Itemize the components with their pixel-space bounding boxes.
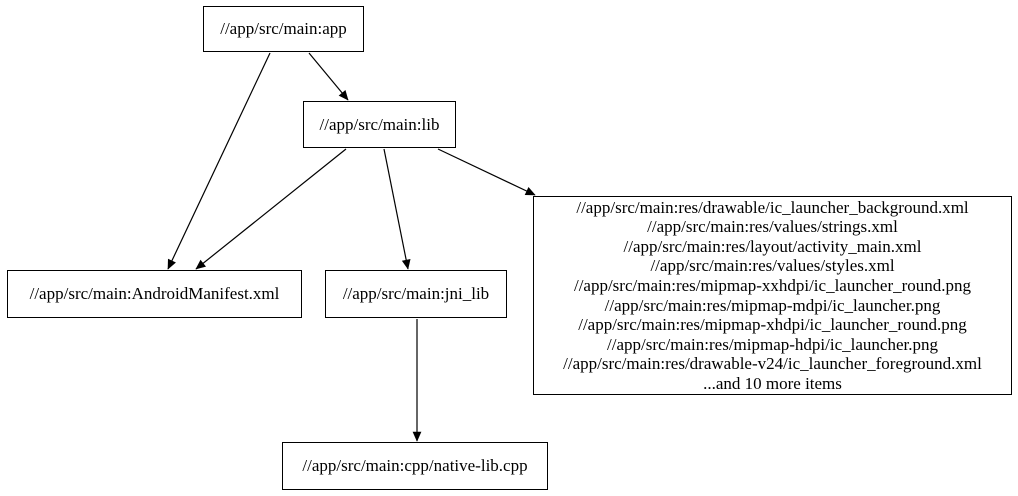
graph-node-native-lib-cpp-label: //app/src/main:cpp/native-lib.cpp	[302, 456, 528, 475]
res-group-line: //app/src/main:res/values/strings.xml	[647, 217, 898, 237]
graph-node-native-lib-cpp[interactable]: //app/src/main:cpp/native-lib.cpp	[282, 442, 548, 490]
graph-node-lib[interactable]: //app/src/main:lib	[303, 101, 456, 148]
res-group-line: //app/src/main:res/drawable/ic_launcher_…	[576, 197, 969, 217]
graph-node-lib-label: //app/src/main:lib	[319, 114, 440, 134]
graph-node-app-label: //app/src/main:app	[220, 19, 347, 38]
graph-node-jni-lib[interactable]: //app/src/main:jni_lib	[325, 270, 507, 318]
res-group-line: //app/src/main:res/mipmap-xxhdpi/ic_laun…	[573, 275, 972, 295]
res-group-more-items: ...and 10 more items	[703, 373, 842, 393]
res-group-line: //app/src/main:res/mipmap-hdpi/ic_launch…	[607, 334, 938, 354]
graph-node-res-group[interactable]: //app/src/main:res/drawable/ic_launcher_…	[533, 196, 1012, 395]
res-group-line: //app/src/main:res/drawable-v24/ic_launc…	[563, 354, 982, 374]
edge-lib-to-manifest	[195, 148, 347, 270]
graph-node-jni-lib-label: //app/src/main:jni_lib	[342, 284, 490, 303]
res-group-line: //app/src/main:res/layout/activity_main.…	[623, 236, 922, 256]
edge-lib-to-res-group	[437, 148, 536, 196]
edge-app-to-lib	[308, 52, 349, 101]
edge-app-to-manifest	[167, 52, 271, 270]
graph-node-app[interactable]: //app/src/main:app	[203, 6, 364, 52]
res-group-line: //app/src/main:res/mipmap-mdpi/ic_launch…	[604, 295, 941, 315]
edge-lib-to-jni-lib	[383, 148, 411, 270]
res-group-line: //app/src/main:res/values/styles.xml	[650, 256, 895, 276]
graph-node-android-manifest-label: //app/src/main:AndroidManifest.xml	[29, 284, 280, 303]
res-group-line: //app/src/main:res/mipmap-xhdpi/ic_launc…	[578, 315, 967, 335]
graph-node-android-manifest[interactable]: //app/src/main:AndroidManifest.xml	[7, 270, 302, 318]
